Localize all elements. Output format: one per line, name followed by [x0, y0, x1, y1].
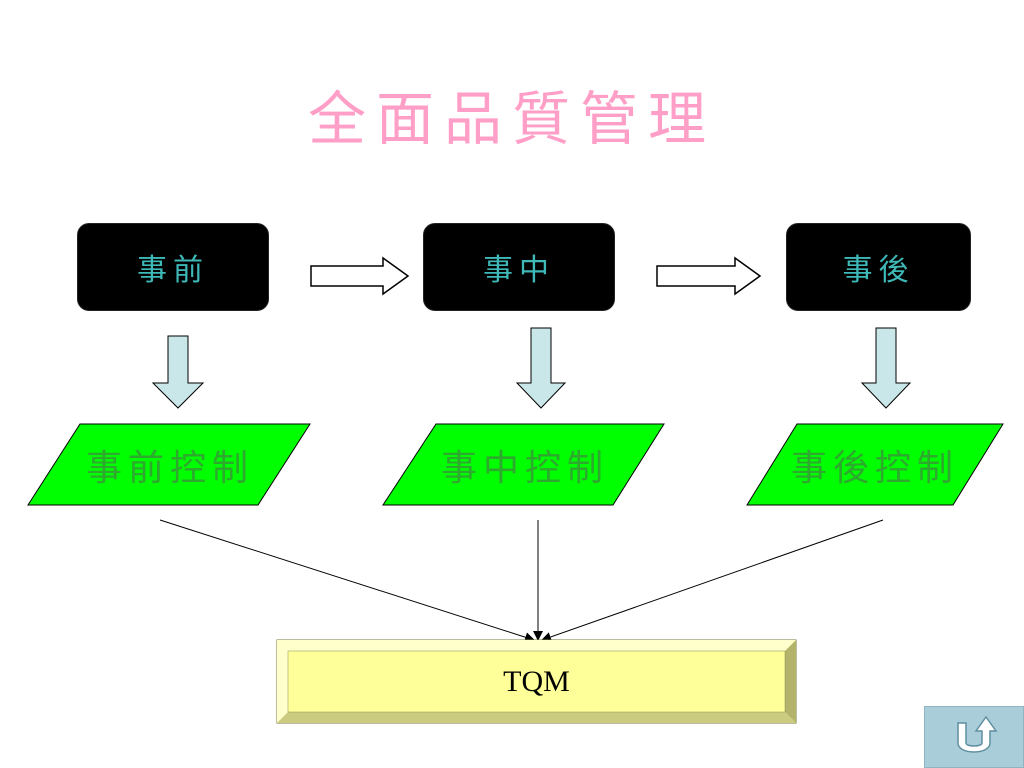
- stage-after-box: 事後: [786, 223, 971, 311]
- stage-before-box: 事前: [77, 223, 269, 311]
- tqm-box: [276, 639, 797, 724]
- control-before-label: 事前控制: [85, 447, 254, 489]
- connector-line: [541, 519, 884, 642]
- control-before-shape: [27, 423, 311, 506]
- stage-after-label: 事後: [842, 253, 915, 288]
- control-during-label: 事中控制: [440, 447, 609, 489]
- slide-title: 全面品質管理: [307, 85, 716, 153]
- down-arrow-icon: [860, 327, 912, 409]
- control-after-label: 事後控制: [790, 447, 959, 489]
- stage-before-label: 事前: [137, 253, 209, 288]
- down-arrow-icon: [151, 335, 205, 409]
- tqm-label: TQM: [503, 664, 570, 698]
- control-after-shape: [746, 423, 1004, 506]
- right-arrow-icon: [656, 256, 762, 296]
- stage-during-label: 事中: [483, 253, 555, 288]
- connector-line: [159, 519, 535, 643]
- control-during-shape: [382, 423, 665, 506]
- down-arrow-icon: [515, 327, 567, 409]
- right-arrow-icon: [310, 256, 410, 296]
- stage-during-box: 事中: [423, 223, 615, 311]
- return-button[interactable]: [924, 706, 1024, 768]
- u-turn-back-icon: [957, 715, 998, 753]
